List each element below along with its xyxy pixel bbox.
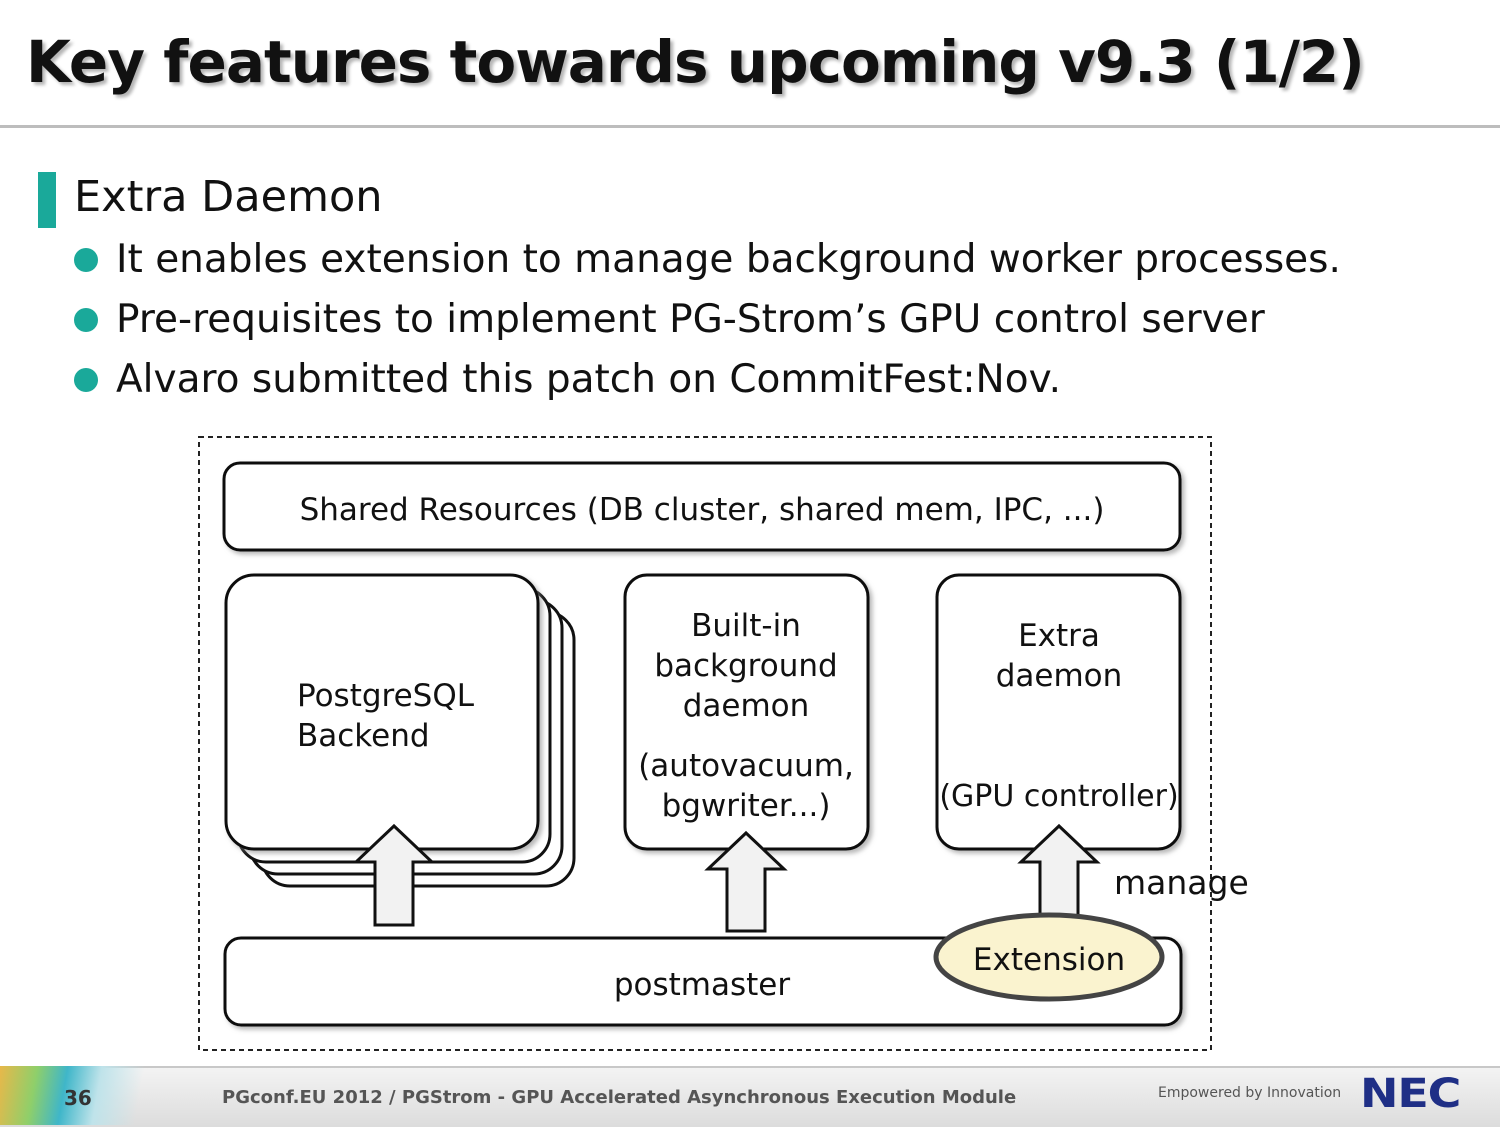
bullet-dot-icon bbox=[74, 308, 98, 332]
section-marker bbox=[38, 172, 56, 228]
arrow-up-icon bbox=[352, 823, 436, 927]
nec-logo: NEC bbox=[1360, 1071, 1461, 1117]
extra-label-line3: (GPU controller) bbox=[939, 779, 1178, 814]
page-number: 36 bbox=[64, 1086, 92, 1110]
bullet-item: Pre-requisites to implement PG-Strom’s G… bbox=[74, 296, 1341, 356]
extra-label-line1: Extra bbox=[1018, 618, 1100, 654]
shared-resources-box bbox=[222, 461, 1182, 552]
bullet-text: It enables extension to manage backgroun… bbox=[116, 237, 1341, 282]
bullet-dot-icon bbox=[74, 248, 98, 272]
backend-label-line1: PostgreSQL bbox=[297, 678, 475, 714]
extra-label-line2: daemon bbox=[996, 658, 1123, 694]
diagram-frame bbox=[198, 436, 1212, 1051]
footer-bar bbox=[0, 1066, 1500, 1127]
section-heading: Extra Daemon bbox=[74, 172, 383, 222]
backend-label-line2: Backend bbox=[297, 718, 430, 754]
builtin-label-line1: Built-in bbox=[691, 608, 801, 644]
bullet-list: It enables extension to manage backgroun… bbox=[74, 236, 1341, 416]
manage-label: manage bbox=[1114, 863, 1249, 902]
footer-tagline: Empowered by Innovation bbox=[1158, 1085, 1342, 1101]
slide-title: Key features towards upcoming v9.3 (1/2) bbox=[26, 28, 1365, 96]
shared-resources-label: Shared Resources (DB cluster, shared mem… bbox=[300, 492, 1105, 528]
builtin-label-line5: bgwriter...) bbox=[662, 788, 831, 824]
builtin-label-line4: (autovacuum, bbox=[638, 748, 854, 784]
bullet-item: It enables extension to manage backgroun… bbox=[74, 236, 1341, 296]
bullet-dot-icon bbox=[74, 368, 98, 392]
bullet-text: Pre-requisites to implement PG-Strom’s G… bbox=[116, 297, 1265, 342]
builtin-label-line2: background bbox=[654, 648, 837, 684]
builtin-label-line3: daemon bbox=[683, 688, 810, 724]
footer-swoosh-icon bbox=[0, 1066, 160, 1125]
arrow-up-icon bbox=[704, 830, 788, 933]
extension-ellipse bbox=[933, 912, 1165, 1002]
footer-text: PGconf.EU 2012 / PGStrom - GPU Accelerat… bbox=[222, 1087, 1017, 1108]
postmaster-label: postmaster bbox=[614, 967, 791, 1003]
bullet-text: Alvaro submitted this patch on CommitFes… bbox=[116, 357, 1062, 402]
bullet-item: Alvaro submitted this patch on CommitFes… bbox=[74, 356, 1341, 416]
title-divider bbox=[0, 125, 1500, 128]
extension-label: Extension bbox=[973, 942, 1125, 978]
